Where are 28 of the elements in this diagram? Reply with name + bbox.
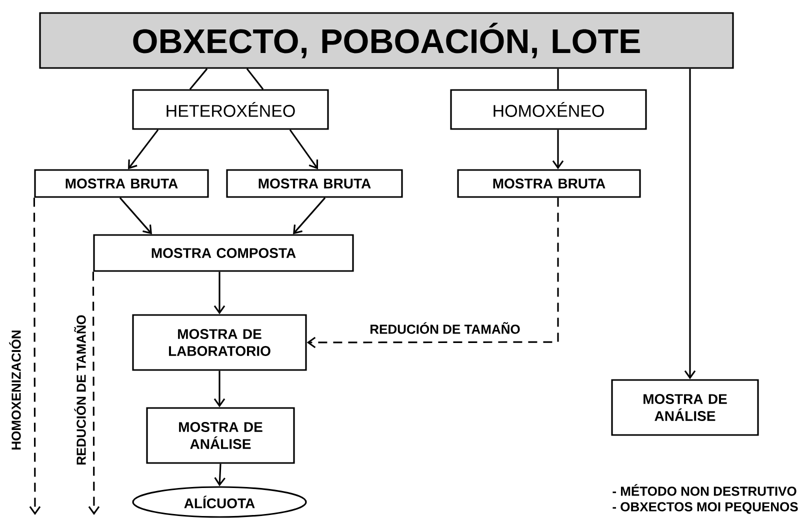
arrow — [128, 129, 159, 170]
ellipse-node: ALÍCUOTA — [132, 486, 307, 518]
arrow — [88, 272, 100, 515]
arrow — [119, 197, 152, 234]
note-text: - MÉTODO NON DESTRUTIVO — [612, 484, 796, 496]
arrow — [214, 272, 226, 314]
arrow — [289, 129, 318, 170]
arrow — [552, 130, 564, 170]
arrow — [684, 68, 696, 380]
sample-box: MOSTRA BRUTA — [34, 169, 209, 198]
title-box: OBXECTO, POBOACIÓN, LOTE — [39, 12, 734, 69]
note-text: - OBXECTOS MOI PEQUENOS — [612, 502, 798, 514]
sample-box: MOSTRA COMPOSTA — [93, 234, 354, 272]
arrow — [214, 464, 226, 486]
arrow — [306, 198, 559, 348]
sample-box: MOSTRA DE ANÁLISE — [146, 407, 295, 464]
category-box: HOMOXÉNEO — [450, 89, 647, 130]
sample-box: MOSTRA BRUTA — [226, 169, 403, 198]
sample-box: MOSTRA DE LABORATORIO — [132, 314, 307, 371]
sample-box: MOSTRA BRUTA — [457, 169, 641, 198]
arrow — [293, 197, 326, 234]
edge-label: REDUCIÓN DE TAMAÑO — [73, 314, 87, 466]
arrow — [29, 198, 41, 515]
category-box: HETEROXÉNEO — [132, 89, 329, 130]
sample-box: MOSTRA DE ANÁLISE — [611, 379, 759, 436]
edge-label: HOMOXENIZACIÓN — [8, 328, 22, 452]
arrow — [214, 370, 226, 408]
edge-label: REDUCIÓN DE TAMAÑO — [368, 321, 522, 335]
